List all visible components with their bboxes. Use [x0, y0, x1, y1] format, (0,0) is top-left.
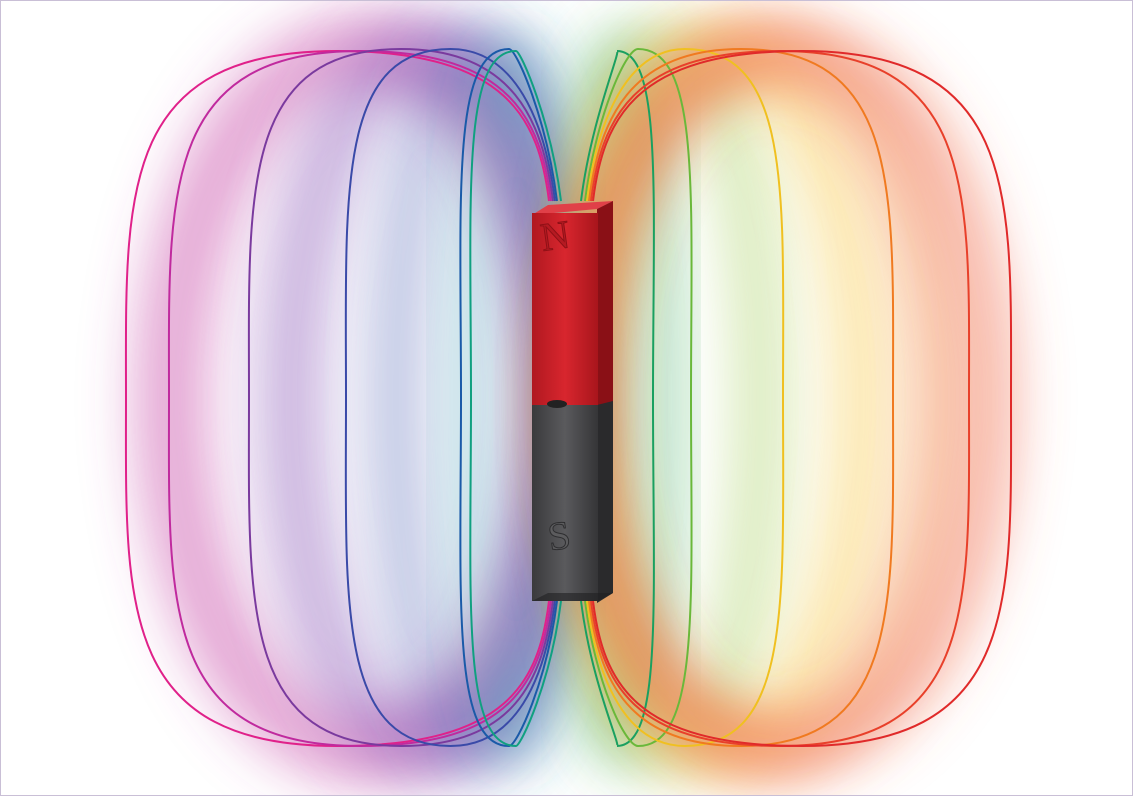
right-glow-bands: [581, 49, 991, 749]
bar-magnet: N S: [532, 201, 613, 603]
south-pole: [532, 405, 598, 601]
north-letter: N: [538, 211, 573, 260]
left-glow-bands: [171, 49, 561, 749]
